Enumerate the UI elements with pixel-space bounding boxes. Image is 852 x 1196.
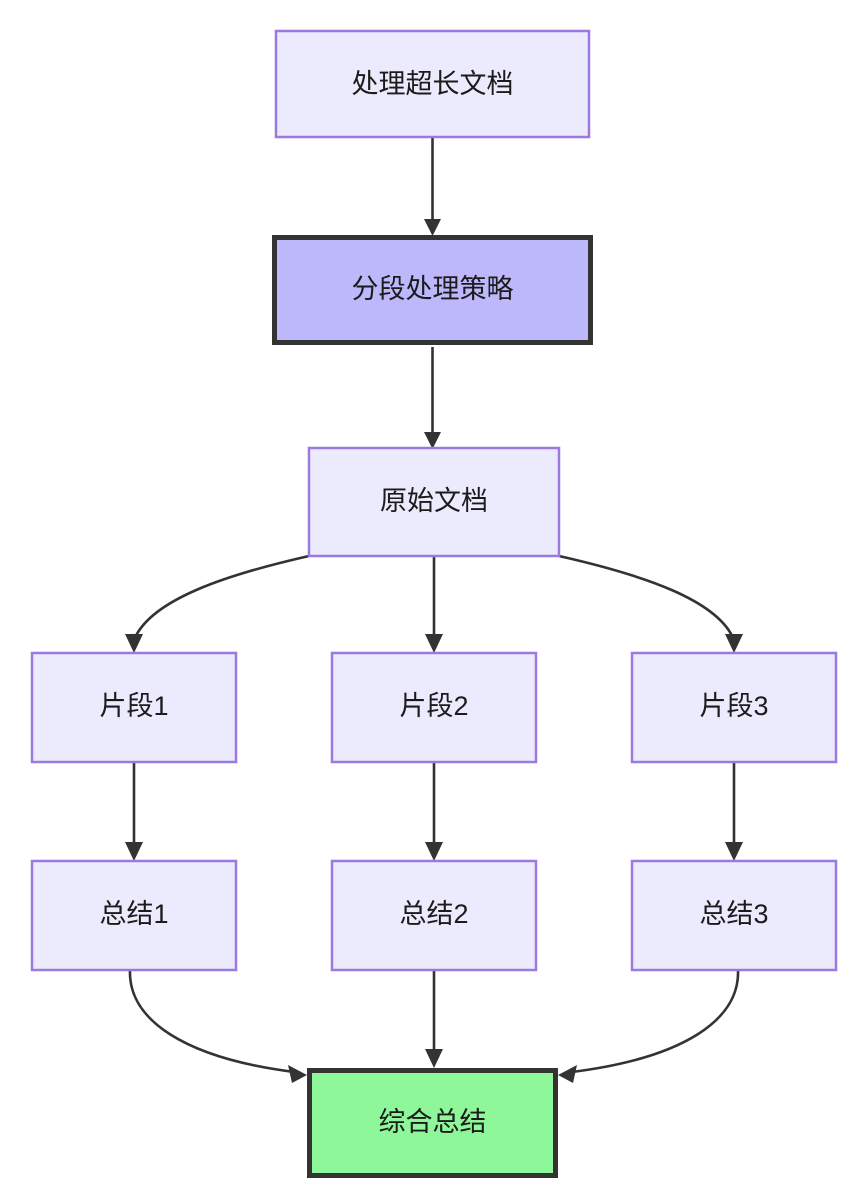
node-label-summary-1: 总结1 — [99, 899, 168, 929]
edge-summary-2-to-final — [425, 970, 443, 1068]
edge-chunk-3-to-summary-3 — [725, 762, 743, 861]
node-label-summary-2: 总结2 — [399, 899, 468, 929]
arrowhead-icon — [425, 1049, 443, 1068]
node-source-doc[interactable]: 原始文档 — [307, 446, 561, 558]
node-box[interactable] — [630, 651, 838, 764]
edge-chunk-2-to-summary-2 — [425, 762, 443, 861]
node-box[interactable] — [307, 1068, 558, 1178]
node-box[interactable] — [272, 235, 593, 345]
node-layer: 处理超长文档 分段处理策略 原始文档 片段1 片段2 片段3 — [30, 29, 838, 1178]
arrowhead-icon — [125, 842, 143, 861]
arrowhead-icon — [725, 634, 743, 653]
node-box[interactable] — [330, 651, 538, 764]
arrowhead-icon — [425, 634, 443, 653]
node-label-source-doc: 原始文档 — [380, 486, 488, 516]
node-label-final: 综合总结 — [379, 1107, 487, 1137]
node-summary-3[interactable]: 总结3 — [630, 859, 838, 972]
node-box[interactable] — [30, 859, 238, 972]
node-label-chunk-3: 片段3 — [699, 691, 768, 721]
edge-source-doc-to-chunk-1 — [125, 554, 310, 653]
node-box[interactable] — [630, 859, 838, 972]
node-box[interactable] — [30, 651, 238, 764]
node-box[interactable] — [307, 446, 561, 558]
edge-curve — [132, 554, 310, 641]
edge-summary-3-to-final — [558, 969, 740, 1083]
node-label-chunk-1: 片段1 — [99, 691, 168, 721]
arrowhead-icon — [558, 1065, 577, 1083]
node-long-doc[interactable]: 处理超长文档 — [274, 29, 591, 139]
edge-strategy-to-source-doc — [424, 347, 441, 449]
edge-layer — [125, 137, 743, 1083]
edge-chunk-1-to-summary-1 — [125, 762, 143, 861]
edge-source-doc-to-chunk-3 — [558, 554, 743, 653]
edge-source-doc-to-chunk-2 — [425, 556, 443, 653]
node-chunk-1[interactable]: 片段1 — [30, 651, 238, 764]
node-summary-2[interactable]: 总结2 — [330, 859, 538, 972]
edge-curve — [128, 969, 295, 1074]
node-label-strategy: 分段处理策略 — [352, 274, 514, 304]
node-label-summary-3: 总结3 — [699, 899, 768, 929]
arrowhead-icon — [424, 219, 441, 236]
node-chunk-3[interactable]: 片段3 — [630, 651, 838, 764]
arrowhead-icon — [288, 1065, 307, 1083]
edge-long-doc-to-strategy — [424, 137, 441, 236]
arrowhead-icon — [424, 432, 441, 449]
node-summary-1[interactable]: 总结1 — [30, 859, 238, 972]
node-box[interactable] — [274, 29, 591, 139]
arrowhead-icon — [425, 842, 443, 861]
node-chunk-2[interactable]: 片段2 — [330, 651, 538, 764]
node-label-long-doc: 处理超长文档 — [352, 69, 514, 99]
node-label-chunk-2: 片段2 — [399, 691, 468, 721]
node-strategy[interactable]: 分段处理策略 — [272, 235, 593, 345]
edge-curve — [571, 969, 740, 1074]
arrowhead-icon — [725, 842, 743, 861]
edge-summary-1-to-final — [128, 969, 307, 1083]
node-box[interactable] — [330, 859, 538, 972]
edge-curve — [558, 554, 736, 641]
arrowhead-icon — [125, 634, 143, 653]
node-final[interactable]: 综合总结 — [307, 1068, 558, 1178]
